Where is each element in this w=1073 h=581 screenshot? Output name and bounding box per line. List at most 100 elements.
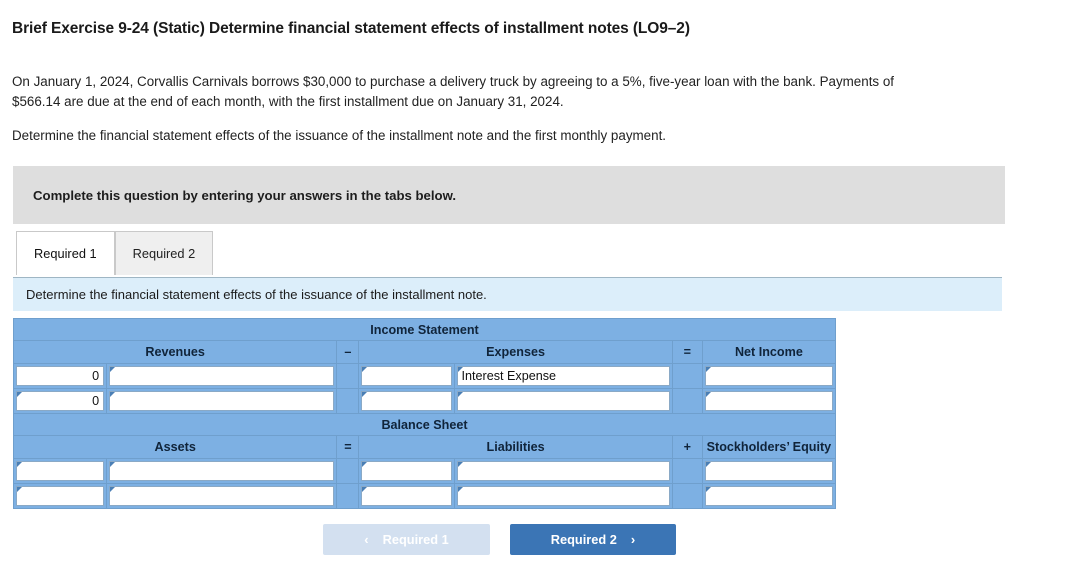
revenue-value-input-2[interactable]: 0 [16,391,105,411]
revenue-value-input-1[interactable]: 0 [16,366,105,386]
prev-required-1-button[interactable]: ‹ Required 1 [323,524,490,555]
expense-label-input-1[interactable]: Interest Expense [456,366,670,386]
revenue-value-cell-2[interactable]: 0 [12,388,108,414]
liability-label-cell-1[interactable] [453,458,673,484]
liability-label-input-1[interactable] [456,461,670,481]
tab-instruction-strip: Determine the financial statement effect… [13,277,1002,311]
expense-value-input-2[interactable] [361,391,452,411]
liability-value-input-1[interactable] [361,461,452,481]
asset-value-cell-2[interactable] [12,483,108,509]
tab-strip: Required 1 Required 2 [16,230,214,275]
expense-label-cell-1[interactable]: Interest Expense [453,363,673,389]
equity-cell-1[interactable] [701,458,837,484]
column-header-stockholders-equity: Stockholders’ Equity [701,435,837,459]
dropdown-triangle-icon [17,462,22,467]
dropdown-triangle-icon [110,367,116,372]
revenue-label-cell-1[interactable] [106,363,338,389]
operator-spacer-plus-2 [671,483,703,509]
asset-value-cell-1[interactable] [12,458,108,484]
income-statement-section-row: Income Statement [13,318,836,341]
scenario-paragraph: On January 1, 2024, Corvallis Carnivals … [12,74,895,109]
tab-required-2[interactable]: Required 2 [114,231,214,275]
expense-value-input-1[interactable] [361,366,452,386]
revenue-label-input-1[interactable] [109,366,335,386]
chevron-right-icon: › [630,532,636,547]
operator-spacer-plus-1 [671,458,703,484]
operator-equals-balance: = [336,435,360,459]
operator-spacer-minus-2 [336,388,360,414]
income-statement-header-row: Revenues – Expenses = Net Income [12,340,837,364]
table-row: 0 [12,363,837,389]
net-income-cell-2[interactable] [701,388,837,414]
balance-sheet-section-row: Balance Sheet [13,413,836,436]
net-income-input-2[interactable] [704,391,833,411]
equity-cell-2[interactable] [701,483,837,509]
requirement-paragraph: Determine the financial statement effect… [12,128,667,143]
dropdown-triangle-icon [705,487,711,492]
operator-plus: + [671,435,703,459]
dropdown-triangle-icon [17,392,22,397]
revenue-label-input-2[interactable] [109,391,335,411]
column-header-revenues: Revenues [12,340,338,364]
dropdown-triangle-icon [457,462,463,467]
asset-value-input-1[interactable] [16,461,105,481]
dropdown-triangle-icon [362,367,368,372]
table-row [12,483,837,509]
tab-required-1[interactable]: Required 1 [16,231,115,275]
liability-value-cell-2[interactable] [358,483,455,509]
page-title: Brief Exercise 9-24 (Static) Determine f… [12,20,690,37]
operator-spacer-equals-2 [671,388,703,414]
expense-label-input-2[interactable] [456,391,670,411]
income-statement-title: Income Statement [13,318,836,341]
dropdown-triangle-icon [705,367,711,372]
tab-instruction-text: Determine the financial statement effect… [26,287,487,302]
tab-required-1-label: Required 1 [34,246,97,261]
operator-spacer-equals-bs-2 [336,483,360,509]
dropdown-triangle-icon [110,392,116,397]
net-income-cell-1[interactable] [701,363,837,389]
dropdown-triangle-icon [705,462,711,467]
dropdown-triangle-icon [362,487,368,492]
column-header-net-income: Net Income [701,340,837,364]
asset-value-input-2[interactable] [16,486,105,506]
dropdown-triangle-icon [705,392,711,397]
operator-minus: – [336,340,360,364]
equity-input-2[interactable] [704,486,833,506]
balance-sheet-header-row: Assets = Liabilities + Stockholders’ Equ… [12,435,837,459]
operator-spacer-equals-1 [671,363,703,389]
next-button-label: Required 2 [550,532,617,547]
table-row [12,458,837,484]
dropdown-triangle-icon [17,487,22,492]
equity-input-1[interactable] [704,461,833,481]
dropdown-triangle-icon [457,487,463,492]
liability-value-input-2[interactable] [361,486,452,506]
footer-navigation: ‹ Required 1 Required 2 › [323,524,676,555]
liability-value-cell-1[interactable] [358,458,455,484]
revenue-value-1: 0 [92,369,100,383]
tab-required-2-label: Required 2 [132,246,196,261]
dropdown-triangle-icon [110,487,116,492]
asset-label-input-1[interactable] [109,461,335,481]
revenue-value-2: 0 [92,394,100,408]
asset-label-cell-2[interactable] [106,483,338,509]
expense-value-cell-1[interactable] [358,363,455,389]
balance-sheet-title: Balance Sheet [13,413,836,436]
dropdown-triangle-icon [362,462,368,467]
instruction-banner: Complete this question by entering your … [13,166,1005,224]
asset-label-input-2[interactable] [109,486,335,506]
next-required-2-button[interactable]: Required 2 › [510,524,676,555]
dropdown-triangle-icon [110,462,116,467]
operator-spacer-equals-bs-1 [336,458,360,484]
revenue-label-cell-2[interactable] [106,388,338,414]
expense-value-cell-2[interactable] [358,388,455,414]
asset-label-cell-1[interactable] [106,458,338,484]
dropdown-triangle-icon [457,367,463,372]
expense-label-cell-2[interactable] [453,388,673,414]
liability-label-cell-2[interactable] [453,483,673,509]
liability-label-input-2[interactable] [456,486,670,506]
chevron-left-icon: ‹ [364,532,369,547]
operator-spacer-minus-1 [336,363,360,389]
net-income-input-1[interactable] [704,366,833,386]
revenue-value-cell-1[interactable]: 0 [12,363,108,389]
